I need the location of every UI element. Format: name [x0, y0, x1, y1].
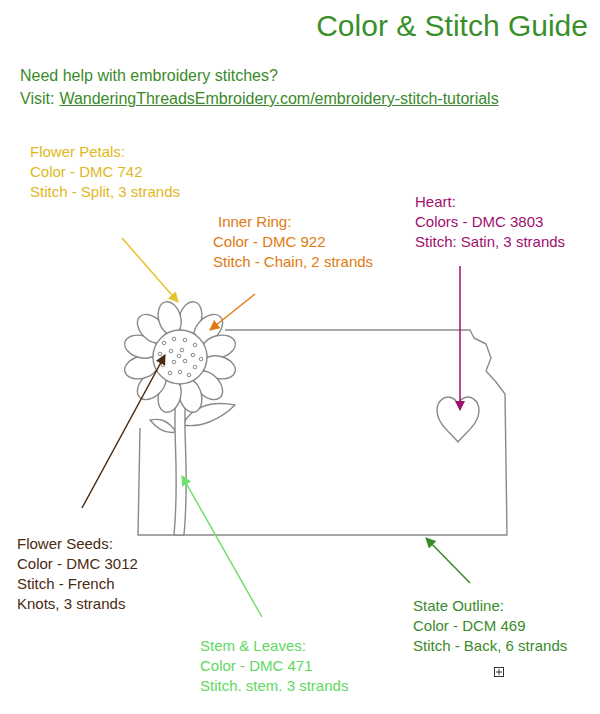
- callout-text: Stitch - Split, 3 strands: [30, 183, 180, 200]
- callout-text: Flower Petals:: [30, 143, 125, 160]
- seed-dot: [168, 371, 172, 375]
- leader-line: [426, 538, 470, 583]
- help-text: Need help with embroidery stitches?: [20, 67, 278, 85]
- leaf: [150, 419, 176, 432]
- callout-text: Inner Ring:: [218, 213, 291, 230]
- seed-dot: [158, 352, 162, 356]
- callout-text: Color - DCM 469: [413, 617, 526, 634]
- callout-text: Knots, 3 strands: [17, 595, 125, 612]
- leader-line: [210, 294, 255, 330]
- seed-dot: [172, 360, 176, 364]
- callout-text: Stem & Leaves:: [200, 637, 306, 654]
- callout-text: Color - DMC 742: [30, 163, 143, 180]
- callout-text: Stitch. stem. 3 strands: [200, 677, 348, 694]
- callout-text: Stitch: Satin, 3 strands: [415, 233, 565, 250]
- seed-dot: [177, 354, 181, 358]
- expand-icon: [495, 668, 504, 677]
- seed-dot: [199, 357, 203, 361]
- callout-text: Color - DMC 3012: [17, 555, 138, 572]
- callout-text: Color - DMC 922: [213, 233, 326, 250]
- seed-dot: [187, 373, 191, 377]
- title: Color & Stitch Guide: [316, 9, 588, 44]
- seed-dot: [193, 343, 197, 347]
- callout-text: Stitch - French: [17, 575, 115, 592]
- callout-text: Flower Seeds:: [17, 535, 113, 552]
- callout-text: State Outline:: [413, 597, 504, 614]
- seed-dot: [169, 349, 173, 353]
- leader-line: [459, 266, 461, 410]
- seed-dot: [191, 353, 195, 357]
- seed-dot: [161, 363, 165, 367]
- seed-dot: [172, 337, 176, 341]
- stem: [174, 395, 186, 535]
- callout-text: Stitch - Chain, 2 strands: [213, 253, 373, 270]
- callout-text: Stitch - Back, 6 strands: [413, 637, 567, 654]
- seed-dot: [193, 365, 197, 369]
- flower-center: [153, 330, 207, 384]
- seed-dot: [162, 341, 166, 345]
- seed-dot: [183, 359, 187, 363]
- seed-dot: [178, 370, 182, 374]
- state-outline: [138, 330, 507, 535]
- link: WanderingThreadsEmbroidery.com/embroider…: [59, 90, 498, 108]
- heart: [437, 397, 479, 442]
- seed-dot: [180, 348, 184, 352]
- callout-text: Heart:: [415, 193, 456, 210]
- callout-text: Colors - DMC 3803: [415, 213, 543, 230]
- help-text: Visit:: [20, 90, 54, 108]
- seed-dot: [183, 338, 187, 342]
- callout-text: Color - DMC 471: [200, 657, 313, 674]
- leader-line: [82, 355, 165, 508]
- leader-line: [182, 476, 262, 617]
- leader-line: [122, 238, 178, 302]
